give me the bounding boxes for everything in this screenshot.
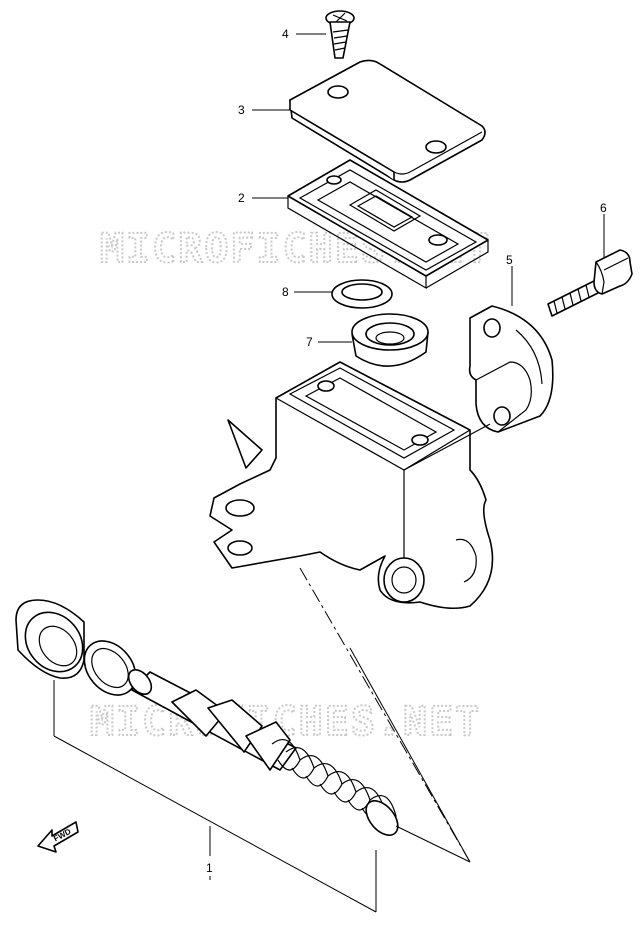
callout-7: 7 (306, 335, 313, 349)
assembly-axis-line (299, 567, 471, 863)
callout-8: 8 (282, 285, 289, 299)
master-cylinder-body[interactable] (209, 361, 494, 610)
piston-rod (127, 669, 297, 771)
reservoir-cap-part-3[interactable] (289, 59, 486, 183)
callout-4: 4 (282, 27, 289, 41)
washer-part-8[interactable] (331, 279, 393, 309)
leader-1-bracket (53, 680, 377, 913)
piston-kit-part-1[interactable] (14, 599, 405, 841)
spring (271, 739, 399, 836)
seal-boot-part-7[interactable] (351, 313, 429, 367)
assembly-guide-line-2 (395, 825, 471, 863)
callout-2: 2 (238, 191, 245, 205)
bolt-part-6[interactable] (547, 249, 633, 317)
callout-6: 6 (600, 201, 607, 215)
fwd-arrow-icon: FWD (37, 821, 79, 853)
callout-3: 3 (238, 103, 245, 117)
callout-5: 5 (506, 253, 513, 267)
diaphragm-part-2[interactable] (287, 159, 489, 290)
piston-cup (15, 599, 85, 679)
clamp-part-5[interactable] (468, 305, 554, 433)
callout-1: 1 (206, 861, 213, 875)
assembly-guide-line (349, 647, 471, 863)
circlip (83, 640, 137, 696)
screw-part-4[interactable] (325, 10, 355, 59)
